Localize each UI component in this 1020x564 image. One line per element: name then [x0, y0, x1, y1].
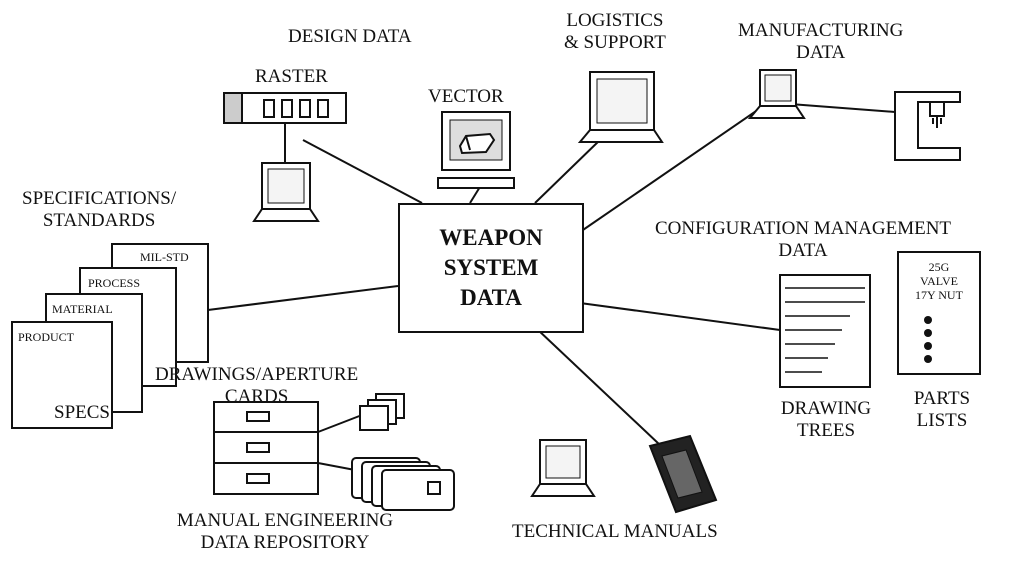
- label-manufacturing-line-1: MANUFACTURING: [738, 20, 904, 41]
- manufacturing-computer-icon: [747, 69, 806, 119]
- label-raster: RASTER: [255, 66, 328, 87]
- label-manufacturing: MANUFACTURING DATA: [738, 20, 903, 64]
- label-design-data: DESIGN DATA: [288, 26, 412, 47]
- card-label-material: MATERIAL: [52, 302, 113, 316]
- label-logistics-line-1: LOGISTICS: [566, 10, 664, 31]
- label-drawings-line-2: CARDS: [224, 386, 289, 407]
- parts-list-icon: [897, 251, 981, 375]
- label-configuration-line-2: DATA: [778, 240, 828, 261]
- card-product: [11, 321, 113, 429]
- label-configuration-line-1: CONFIGURATION MANAGEMENT: [654, 218, 952, 239]
- card-label-mil-std: MIL-STD: [140, 250, 189, 264]
- card-label-process: PROCESS: [88, 276, 141, 290]
- spec-cards-stack: [11, 243, 209, 429]
- parts-list-text: 25G VALVE 17Y NUT: [898, 260, 980, 302]
- label-manual-engineering-line-1: MANUAL ENGINEERING: [176, 510, 394, 531]
- hub-line-1: WEAPON: [439, 225, 543, 250]
- parts-list-dots: [924, 316, 932, 363]
- label-manufacturing-line-2: DATA: [796, 42, 846, 63]
- drawing-trees-icon: [779, 274, 871, 388]
- connector-raster: [302, 139, 423, 204]
- label-drawings: DRAWINGS/APERTURE CARDS: [155, 364, 358, 408]
- connector-drawings-cards: [317, 414, 363, 433]
- raster-computer-icon: [252, 162, 320, 222]
- logistics-computer-icon: [577, 71, 664, 143]
- label-drawing-trees-line-1: DRAWING: [780, 398, 872, 419]
- vector-workstation-icon: [437, 111, 515, 189]
- hub-line-3: DATA: [460, 285, 522, 310]
- card-label-product: PRODUCT: [18, 330, 75, 344]
- label-manual-engineering-line-2: DATA REPOSITORY: [200, 532, 370, 553]
- label-technical-manuals: TECHNICAL MANUALS: [512, 521, 718, 542]
- label-parts-lists: PARTS LISTS: [896, 388, 988, 432]
- hub-line-2: SYSTEM: [443, 255, 539, 280]
- label-parts-lists-line-1: PARTS: [913, 388, 971, 409]
- label-specifications-line-2: STANDARDS: [42, 210, 156, 231]
- parts-list-item-2: VALVE: [919, 274, 958, 288]
- connector-configuration: [579, 302, 781, 331]
- aperture-cards-icon: [359, 393, 405, 431]
- connector-drawings-files: [317, 462, 356, 471]
- label-specs: SPECS: [54, 402, 110, 423]
- parts-list-item-3: 17Y NUT: [915, 288, 963, 302]
- parts-list-item-1: 25G: [928, 260, 950, 274]
- label-configuration: CONFIGURATION MANAGEMENT DATA: [600, 218, 1006, 262]
- label-drawing-trees: DRAWING TREES: [766, 398, 886, 442]
- label-specifications-line-1: SPECIFICATIONS/: [22, 188, 177, 209]
- label-logistics-line-2: & SUPPORT: [564, 32, 666, 53]
- technical-manuals-computer-icon: [530, 439, 596, 497]
- label-vector: VECTOR: [428, 86, 504, 107]
- label-logistics: LOGISTICS & SUPPORT: [564, 10, 666, 54]
- label-manual-engineering: MANUAL ENGINEERING DATA REPOSITORY: [146, 510, 424, 554]
- label-parts-lists-line-2: LISTS: [916, 410, 968, 431]
- label-specifications: SPECIFICATIONS/ STANDARDS: [22, 188, 176, 232]
- hub-weapon-system-data: WEAPON SYSTEM DATA: [398, 203, 584, 333]
- technical-manual-book-icon: [648, 434, 718, 514]
- connector-technical-manuals: [536, 328, 661, 446]
- label-drawings-line-1: DRAWINGS/APERTURE: [155, 364, 359, 385]
- connector-manufacturing-machine: [789, 103, 896, 113]
- connector-manufacturing: [579, 106, 763, 233]
- card-files-icon: [351, 457, 455, 511]
- machine-tool-icon: [894, 91, 961, 161]
- filing-cabinet-icon: [213, 401, 319, 495]
- connector-logistics: [534, 137, 603, 204]
- label-drawing-trees-line-2: TREES: [796, 420, 856, 441]
- raster-scanner-icon: [223, 92, 347, 124]
- connector-specifications: [199, 285, 399, 312]
